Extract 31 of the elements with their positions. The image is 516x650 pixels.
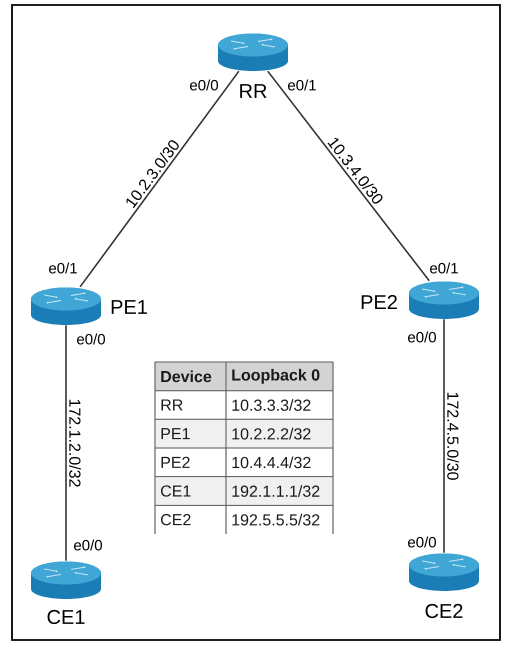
table-text: 10.3.3.3/32	[232, 399, 310, 411]
link-label: 172.1.2.0/32	[69, 400, 81, 487]
table-text: CE2	[161, 514, 191, 526]
table-text: 10.4.4.4/32	[232, 456, 310, 468]
device-label: CE2	[426, 604, 462, 618]
port-label: e0/1	[49, 262, 77, 274]
table-text: 192.5.5.5/32	[232, 514, 320, 526]
link-line	[65, 325, 67, 561]
port-label: e0/0	[74, 539, 102, 550]
device-label: PE1	[112, 300, 147, 314]
port-label: e0/0	[408, 536, 436, 548]
table-cell: CE1	[156, 477, 226, 505]
device-label: PE2	[362, 295, 397, 309]
table-cell: PE1	[156, 420, 226, 448]
port-label: e0/0	[77, 333, 105, 344]
device-label: RR	[240, 84, 266, 98]
device-label: CE1	[48, 610, 84, 624]
link-line	[80, 70, 240, 288]
table-header-cell: Device	[156, 362, 226, 390]
link-line	[443, 319, 445, 553]
table-header-cell: Loopback 0	[226, 362, 332, 390]
link-line	[267, 70, 430, 282]
link-label: 172.4.5.0/30	[447, 392, 459, 480]
port-label: e0/1	[288, 80, 316, 90]
port-label: e0/0	[190, 80, 218, 90]
table-cell: 192.1.1.1/32	[226, 477, 332, 505]
table-cell: 10.2.2.2/32	[226, 420, 332, 448]
table-text: RR	[162, 400, 183, 410]
port-label: e0/1	[430, 262, 458, 274]
port-label: e0/0	[408, 332, 436, 342]
table-text: PE2	[162, 456, 190, 468]
